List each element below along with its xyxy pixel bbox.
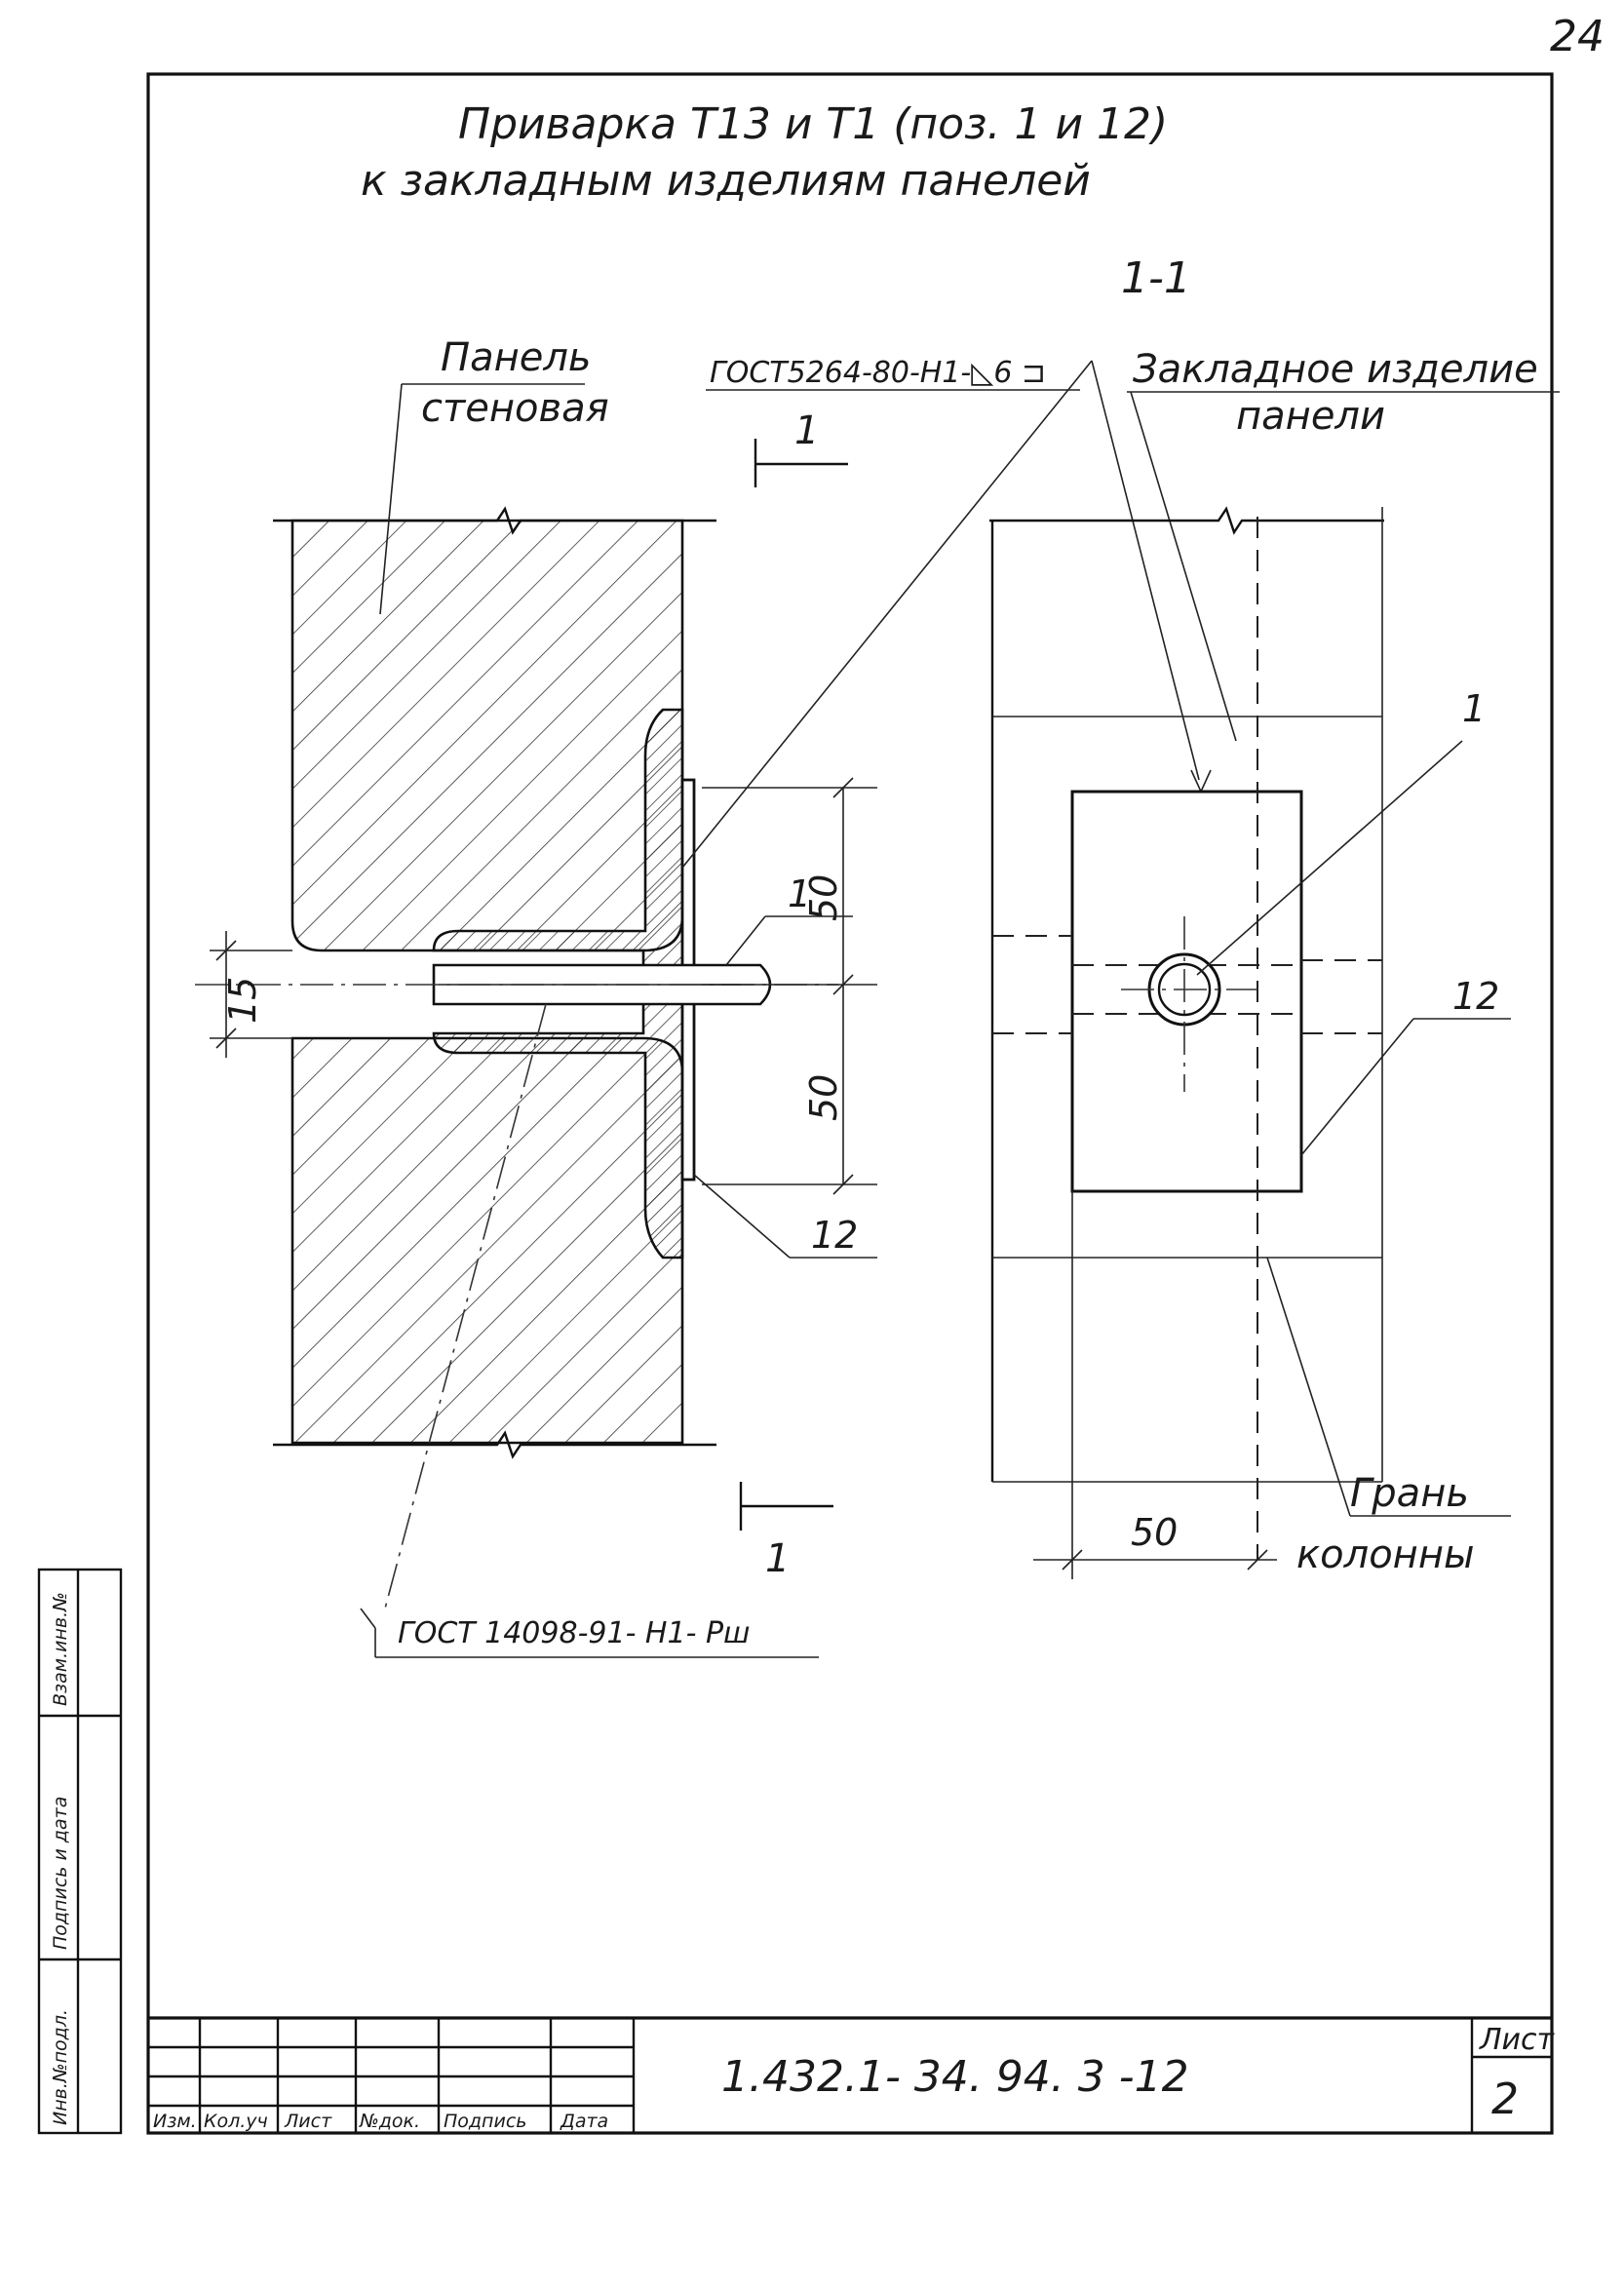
tb-col-izm: Изм. xyxy=(153,2111,197,2132)
callout-right-pos1: 1 xyxy=(1462,687,1486,730)
callout-left-pos12-leader xyxy=(693,1174,791,1259)
dimension-group-left: 50 50 15 xyxy=(210,777,877,1195)
tb-col-kolich: Кол.уч xyxy=(204,2111,268,2132)
callout-right-pos12-leader xyxy=(1300,1018,1414,1156)
weld-note-bottom-tick xyxy=(360,1608,376,1629)
side-stamp: Инв.№подл. Подпись и дата Взам.инв.№ xyxy=(37,1568,123,2135)
right-top-break xyxy=(989,506,1384,535)
sheet-label: Лист xyxy=(1479,2023,1556,2057)
dim-upper-50: 50 xyxy=(802,874,845,921)
embedded-angle xyxy=(432,708,684,1260)
dim-right-ticks xyxy=(1062,1549,1268,1571)
column-label-line1: Грань xyxy=(1350,1471,1469,1516)
drawing-title-line1: Приварка Т13 и Т1 (поз. 1 и 12) xyxy=(458,99,1168,149)
panel-section-view xyxy=(195,506,838,1609)
section-1-1-view: 50 xyxy=(989,506,1384,1579)
embed-label-line1: Закладное изделие xyxy=(1133,347,1538,392)
embed-label-leader xyxy=(1130,391,1237,742)
tb-col-podpis: Подпись xyxy=(444,2111,526,2132)
callout-left-pos12: 12 xyxy=(811,1214,858,1257)
dim-width-50: 50 xyxy=(1131,1511,1178,1554)
dim-lower-50: 50 xyxy=(802,1074,845,1121)
weld-note-bottom: ГОСТ 14098-91- Н1- Рш xyxy=(398,1616,750,1650)
embed-label-line2: панели xyxy=(1236,394,1385,439)
section-mark-top: 1 xyxy=(754,408,848,487)
stamp-field2: Подпись и дата xyxy=(50,1797,71,1950)
stamp-field1: Инв.№подл. xyxy=(50,2009,71,2125)
section-mark-bottom: 1 xyxy=(739,1482,833,1581)
weld-note-top: ГОСТ5264-80-Н1-◺6 ⊐ xyxy=(710,356,1046,390)
bottom-break-line xyxy=(273,1430,716,1459)
sheet-frame xyxy=(146,72,1554,2135)
weld-leader-arrow xyxy=(1190,769,1212,794)
callout-left-pos1: 1 xyxy=(788,873,811,915)
stamp-field3: Взам.инв.№ xyxy=(50,1592,71,1706)
callout-left-pos1-leader xyxy=(725,915,766,966)
page-number: 24 xyxy=(1550,12,1605,61)
section-mark-bottom-label: 1 xyxy=(765,1536,790,1581)
title-block: Изм. Кол.уч Лист №док. Подпись Дата 1.43… xyxy=(148,2016,1556,2133)
upper-wall-panel xyxy=(290,519,684,952)
callout-right-pos1-leader xyxy=(1196,740,1463,976)
weld-leader-left xyxy=(681,360,1093,869)
weld-leader-right xyxy=(1091,360,1200,781)
panel-label-leader xyxy=(379,383,403,615)
panel-label-line1: Панель xyxy=(441,335,592,380)
bar-pos1-section-inner xyxy=(1157,962,1212,1017)
column-label-leader xyxy=(1266,1257,1351,1517)
tb-col-data: Дата xyxy=(560,2111,608,2132)
section-title: 1-1 xyxy=(1121,253,1191,303)
panel-label-line2: стеновая xyxy=(421,386,609,431)
tb-col-ndok: №док. xyxy=(359,2111,420,2132)
section-mark-top-label: 1 xyxy=(794,408,819,453)
tb-col-list: Лист xyxy=(284,2111,332,2132)
top-break-line xyxy=(273,506,716,535)
column-label-line2: колонны xyxy=(1296,1532,1475,1577)
lower-wall-panel xyxy=(290,1036,684,1445)
sheet-number: 2 xyxy=(1491,2075,1519,2124)
drawing-title-line2: к закладным изделиям панелей xyxy=(361,156,1091,206)
dim-gap-15: 15 xyxy=(221,977,264,1024)
drawing-designation: 1.432.1- 34. 94. 3 -12 xyxy=(721,2052,1189,2102)
callout-right-pos12: 12 xyxy=(1452,975,1499,1018)
